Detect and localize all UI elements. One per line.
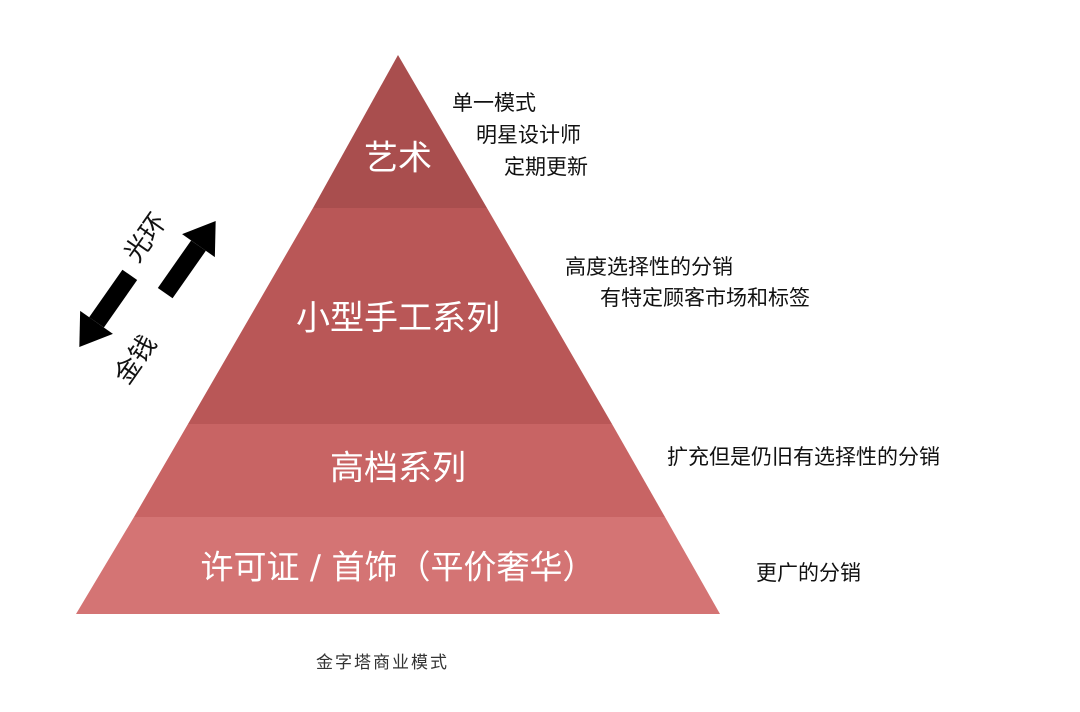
- pyramid-tier-art: [313, 55, 487, 208]
- tier-label-art: 艺术: [364, 139, 432, 179]
- tier-art-note-1: 单一模式: [452, 91, 536, 115]
- tier-license-note-1: 更广的分销: [756, 561, 861, 585]
- pyramid-tier-small-handmade: [188, 208, 612, 424]
- pyramid-tier-license: [76, 517, 720, 614]
- tier-label-small-handmade: 小型手工系列: [296, 299, 500, 339]
- tier-small-note-2: 有特定顾客市场和标签: [600, 286, 810, 310]
- up-arrow-icon: [157, 221, 216, 299]
- tier-label-license: 许可证 / 首饰（平价奢华）: [200, 548, 595, 587]
- tier-premium-note-1: 扩充但是仍旧有选择性的分销: [667, 445, 940, 469]
- tier-small-note-1: 高度选择性的分销: [565, 255, 733, 279]
- diagram-caption: 金字塔商业模式: [316, 653, 449, 673]
- pyramid-tier-premium: [134, 424, 665, 517]
- tier-label-premium: 高档系列: [330, 449, 466, 489]
- tier-art-note-2: 明星设计师: [476, 123, 581, 147]
- down-arrow-icon: [79, 269, 138, 347]
- tier-art-note-3: 定期更新: [504, 155, 588, 179]
